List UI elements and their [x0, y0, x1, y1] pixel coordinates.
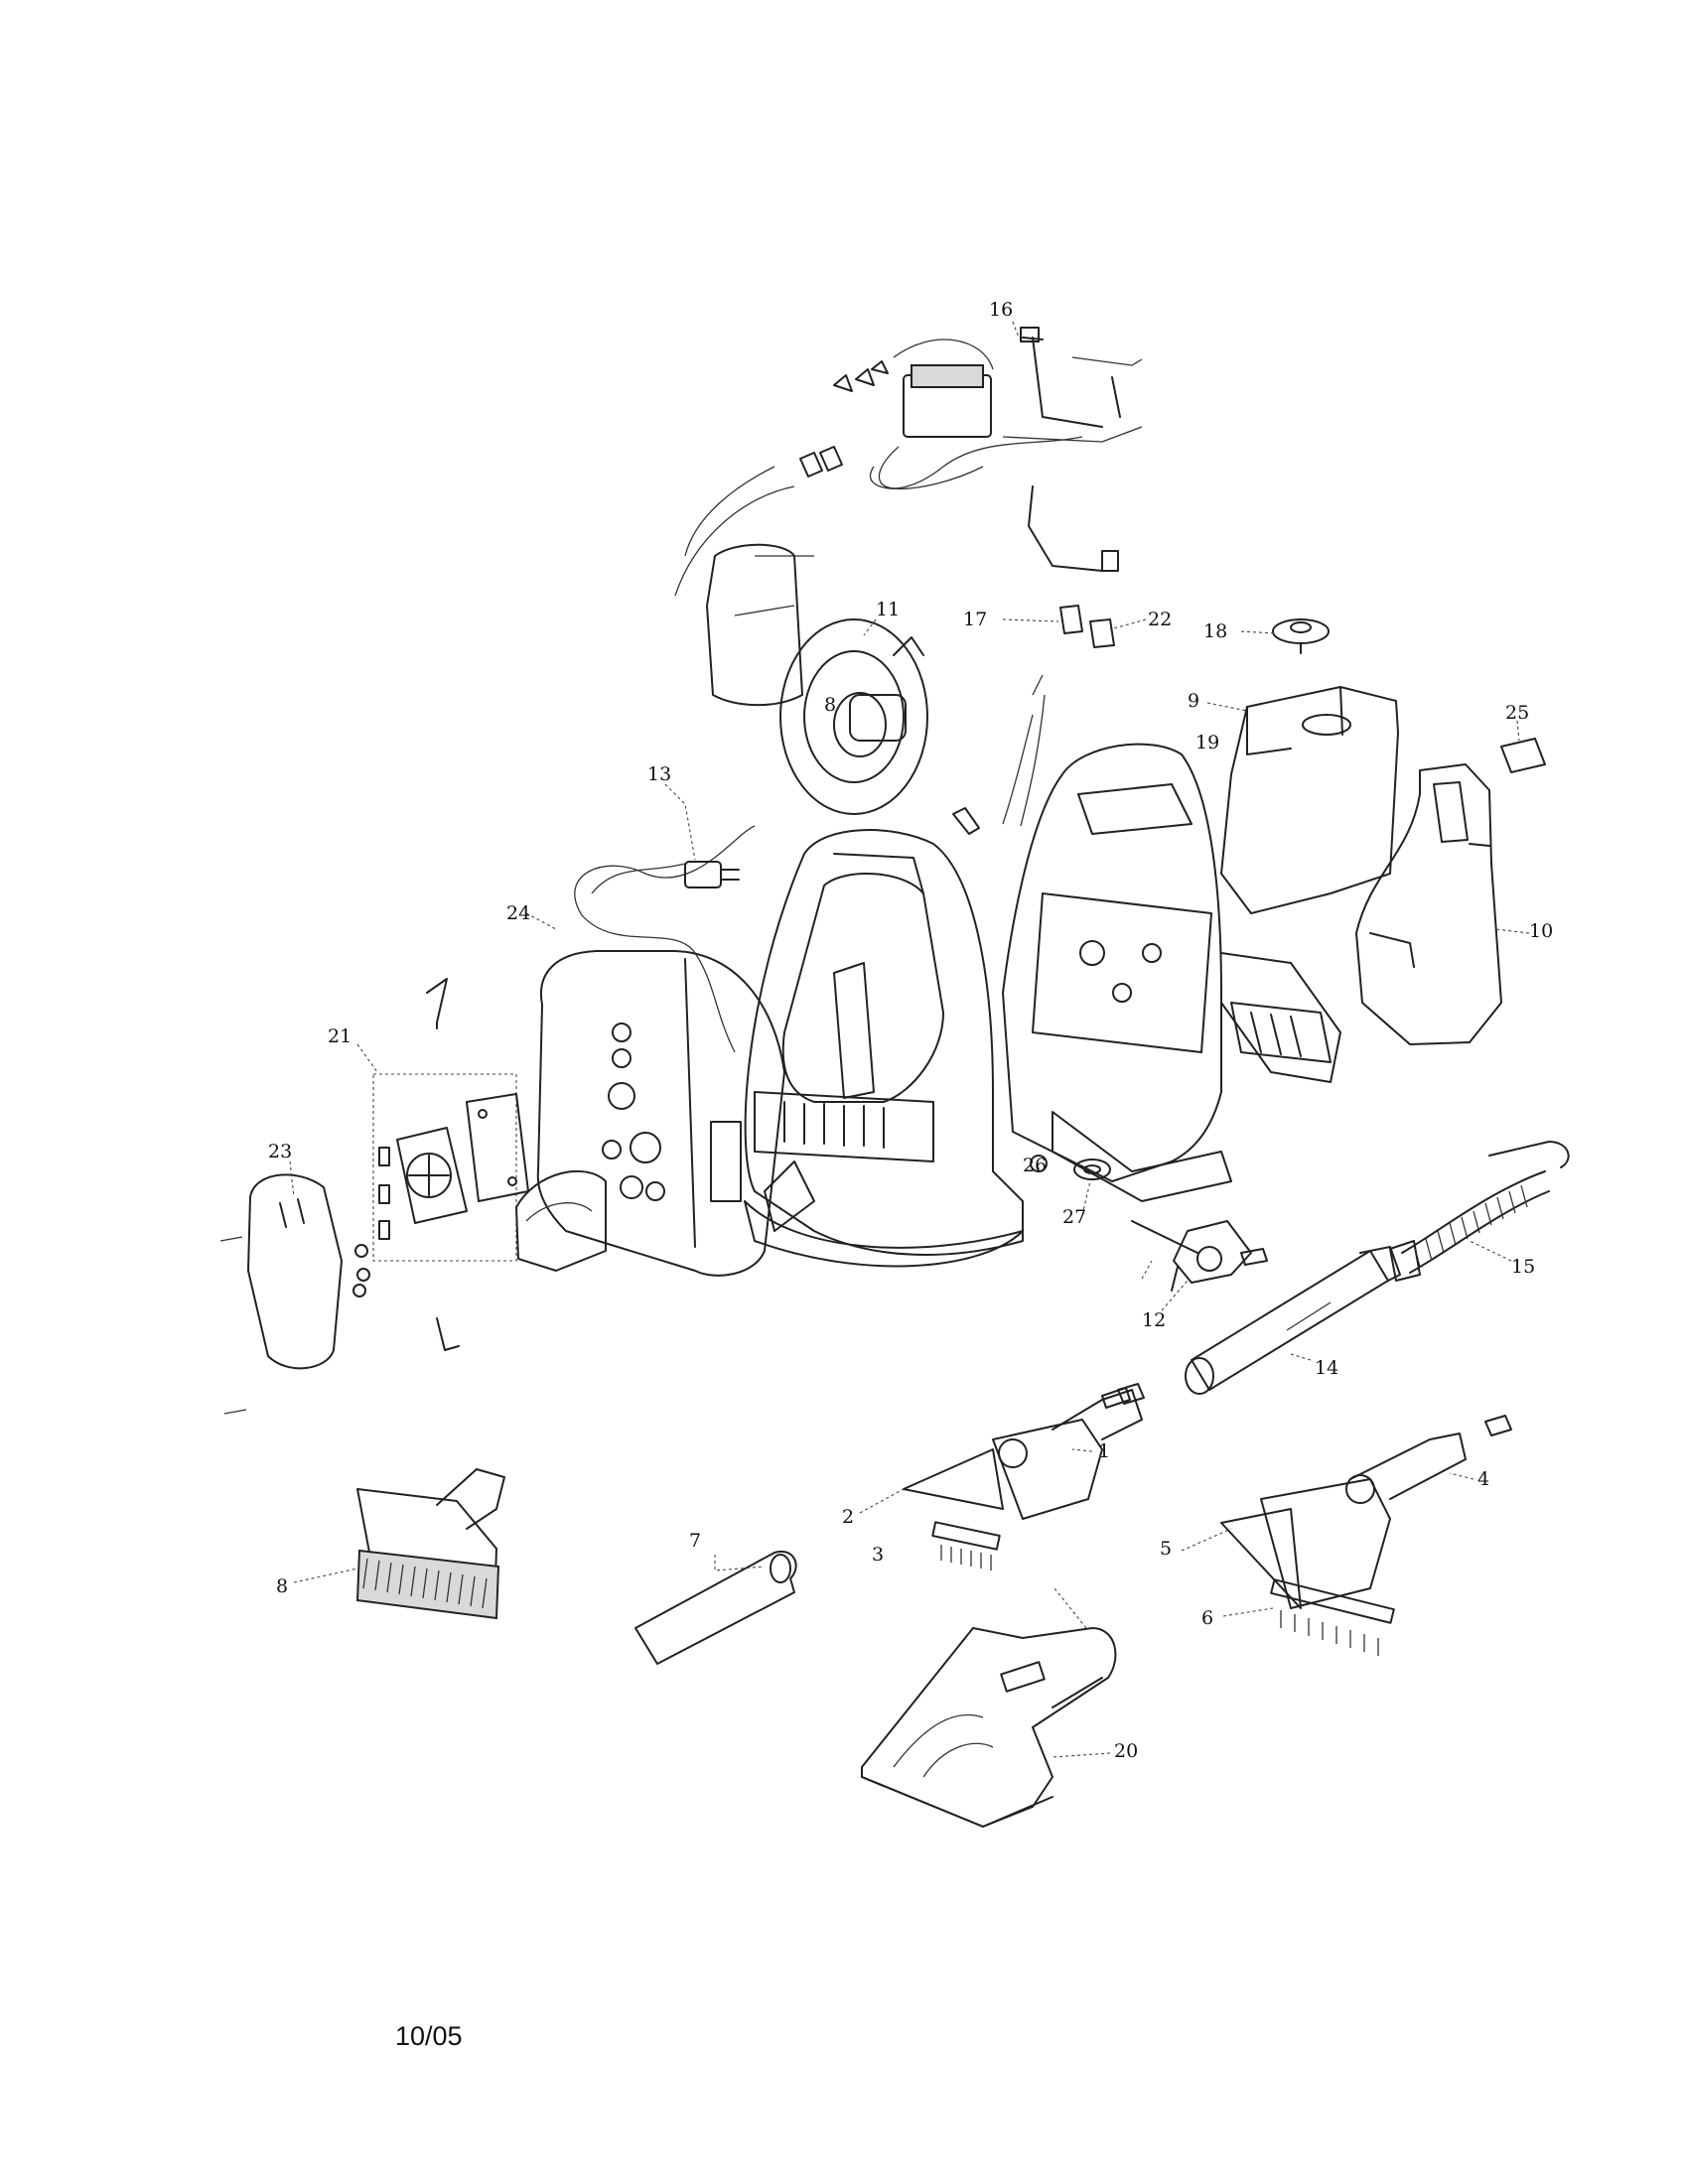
callout-14: 14: [1315, 1357, 1338, 1379]
callout-1: 1: [1098, 1440, 1110, 1462]
callout-20: 20: [1114, 1740, 1138, 1762]
callout-21: 21: [328, 1025, 351, 1047]
callout-24: 24: [506, 902, 530, 924]
part-1-2-3-upholstery-tool: [903, 1383, 1145, 1570]
callout-labels: 16 11 8 17 22 18 9 19 25 10 13 24 21 23 …: [268, 299, 1553, 1762]
callout-13: 13: [647, 763, 671, 785]
callout-7: 7: [689, 1530, 701, 1552]
part-center-chassis: [744, 674, 1046, 1268]
callout-25: 25: [1505, 702, 1529, 724]
callout-5-wide-tool: 5: [1160, 1538, 1172, 1560]
callout-10: 10: [1529, 920, 1553, 942]
part-16-wiring-harness: [833, 327, 1143, 572]
callout-26: 26: [1023, 1155, 1047, 1176]
part-10-recovery-tank: [1355, 763, 1502, 1045]
callout-18: 18: [1203, 620, 1227, 642]
callout-23: 23: [268, 1141, 292, 1162]
callout-22: 22: [1148, 609, 1172, 630]
part-7-crevice-tool: [634, 1550, 797, 1665]
part-20-stair-tool: [861, 1627, 1117, 1828]
callout-19: 19: [1195, 732, 1219, 753]
part-12-pump: [1131, 1220, 1268, 1292]
part-8-brush-tool: [355, 1468, 505, 1620]
part-11-motor: [674, 446, 928, 815]
part-9-19-tank: [1220, 686, 1399, 914]
part-25-filter: [1500, 738, 1546, 773]
part-21-switch-assembly: [372, 1073, 607, 1272]
callout-2: 2: [842, 1506, 854, 1528]
part-26-27-washers: [1030, 1155, 1111, 1180]
callout-8: 8: [824, 694, 836, 716]
callout-15: 15: [1511, 1256, 1535, 1278]
callout-27: 27: [1062, 1206, 1086, 1228]
callout-17: 17: [963, 609, 987, 630]
part-24-housing-cover: [426, 950, 785, 1277]
revision-date: 10/05: [395, 2021, 463, 2051]
callout-9: 9: [1188, 690, 1199, 712]
callout-8-brush: 8: [276, 1575, 288, 1597]
part-13-power-cord: [574, 825, 756, 1053]
part-18-cap: [1272, 618, 1330, 654]
callout-12: 12: [1142, 1309, 1166, 1331]
part-14-wand: [1185, 1246, 1401, 1395]
part-right-housing: [1002, 743, 1341, 1202]
leader-lines: [289, 321, 1530, 1758]
callout-4: 4: [1477, 1468, 1489, 1490]
part-15-hose: [1389, 1141, 1570, 1282]
callout-16: 16: [989, 299, 1013, 321]
callout-6: 6: [1201, 1607, 1213, 1629]
callout-3: 3: [872, 1544, 884, 1566]
callout-11: 11: [876, 599, 900, 620]
part-23-end-cover: [219, 1173, 460, 1415]
part-17-22-fittings: [1059, 605, 1115, 648]
part-4-5-6-wide-tool: [1220, 1415, 1512, 1656]
